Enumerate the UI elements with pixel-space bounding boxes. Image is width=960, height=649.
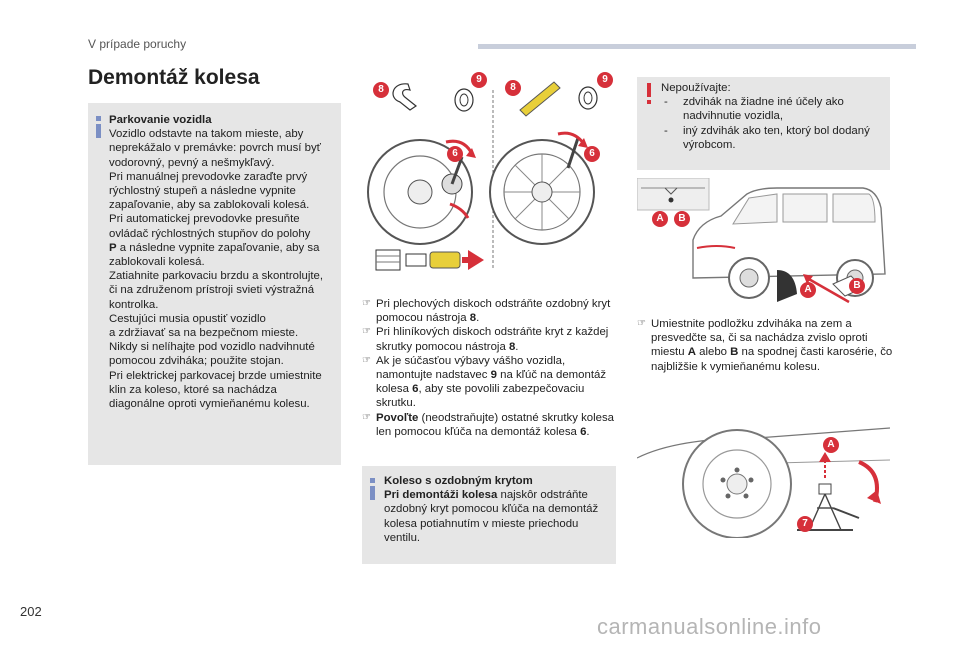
parking-info-text: Parkovanie vozidla Vozidlo odstavte na t… [109,113,337,411]
step-ref: 6 [412,383,419,396]
hubcap-lead: Pri demontáži kolesa [384,489,498,502]
warning-text: Nepoužívajte: zdvihák na žiadne iné účel… [661,81,883,152]
parking-line: či na združenom prístroji svieti výstraž… [109,284,315,297]
point-b-badge: B [849,278,865,294]
step-ref: A [687,346,696,359]
wrench-6-badge: 6 [584,146,600,162]
step-ref: 6 [580,425,587,438]
step-item: ☞ Pri hliníkových diskoch odstráňte kryt… [362,325,618,353]
watermark: carmanualsonline.info [597,614,822,639]
arrow-right-icon: ☞ [362,354,371,366]
tool-9-badge: 9 [471,72,487,88]
gear-p-label: P [109,241,117,254]
step-text: , aby ste povolili zabezpečovaciu skrutk… [376,383,585,410]
step-ref: Povoľte [376,411,419,424]
point-a-badge: A [800,282,816,298]
page-title: Demontáž kolesa [88,66,260,89]
step-text: . [476,312,480,325]
step-ref: 8 [508,340,516,353]
step-ref: 9 [490,369,497,382]
hubcap-text: najskôr odstráňte ozdobný kryt pomocou k… [384,489,599,544]
parking-line: a následne vypnite zapaľovanie, aby sa [119,241,320,254]
wrench-6-badge: 6 [447,146,463,162]
parking-line: Pri elektrickej parkovacej brzde umiestn… [109,369,322,382]
parking-line: a zdržiavať sa na bezpečnom mieste. [109,327,299,340]
info-icon [370,478,375,500]
tool-8-badge: 8 [373,82,389,98]
warning-icon [647,83,651,104]
parking-line: Cestujúci musia opustiť vozidlo [109,312,266,325]
wheel-cover-removal-illustration [367,81,598,271]
header-bar [478,44,916,49]
parking-line: Vozidlo odstavte na takom mieste, aby [109,128,304,141]
jack-7-badge: 7 [797,516,813,532]
arrow-right-icon: ☞ [362,411,371,423]
warning-item: iný zdvihák ako ten, ktorý bol dodaný vý… [661,124,883,152]
section-header: V prípade poruchy [88,37,187,51]
arrow-right-icon: ☞ [637,318,646,329]
parking-line: rýchlostný stupeň a následne vypnite [109,185,296,198]
point-a-badge: A [823,437,839,453]
parking-line: diagonálne oproti vymieňanému kolesu. [109,398,310,411]
parking-line: Zatiahnite parkovaciu brzdu a skontroluj… [109,270,324,283]
step-text: Umiestnite podložku zdviháka na zem a pr… [651,318,868,359]
tool-8-badge: 8 [505,80,521,96]
step-text: na spodnej časti karosérie, čo najbližši… [651,346,893,373]
page-number: 202 [20,604,42,619]
warning-intro: Nepoužívajte: [661,82,731,94]
step-text: na kľúč na demontáž kolesa [376,369,607,396]
step-text: Pri hliníkových diskoch odstráňte kryt z… [376,326,609,353]
arrow-right-icon: ☞ [362,326,371,338]
parking-line: Pri automatickej prevodovke presuňte [109,213,300,226]
parking-line: kontrolka. [109,298,159,311]
hubcap-heading: Koleso s ozdobným krytom [384,475,533,487]
hubcap-info-box: Koleso s ozdobným krytom Pri demontáži k… [362,466,616,564]
step-ref: 8 [469,312,477,325]
step-item: ☞ Pri plechových diskoch odstráňte ozdob… [362,297,618,325]
warning-box: Nepoužívajte: zdvihák na žiadne iné účel… [637,77,890,170]
parking-line: klin za koleso, ktoré sa nachádza [109,383,277,396]
parking-line: zablokovali kolesá. [109,256,205,269]
parking-info-box: Parkovanie vozidla Vozidlo odstavte na t… [88,103,341,465]
step-text: (neodstraňujte) ostatné skrutky kolesa l… [376,411,615,438]
parking-line: neprekážalo v premávke: povrch musí byť [109,142,321,155]
step-text: . [586,425,590,438]
parking-line: ovládač rýchlostných stupňov do polohy [109,227,311,240]
jack-placement-step: ☞ Umiestnite podložku zdviháka na zem a … [637,317,893,374]
step-text: Pri plechových diskoch odstráňte ozdobný… [376,298,611,325]
tool-9-badge: 9 [597,72,613,88]
wheel-cover-steps: ☞ Pri plechových diskoch odstráňte ozdob… [362,297,618,439]
jack-under-wheel-illustration [637,427,890,538]
parking-line: zapaľovanie, aby sa zablokovali kolesá. [109,199,310,212]
warning-list: zdvihák na žiadne iné účely ako nadvihnu… [661,95,883,152]
step-item: ☞ Ak je súčasťou výbavy vášho vozidla, n… [362,354,618,411]
point-a-badge: A [652,211,668,227]
parking-line: Nikdy si nelíhajte pod vozidlo nadvihnut… [109,341,315,354]
info-icon [96,116,101,138]
warning-item: zdvihák na žiadne iné účely ako nadvihnu… [661,95,883,123]
step-text: Ak je súčasťou výbavy vášho vozidla, nam… [376,354,566,382]
parking-line: pomocou zdviháka; použite stojan. [109,355,284,368]
arrow-right-icon: ☞ [362,298,371,309]
step-ref: B [730,346,739,359]
parking-line: Pri manuálnej prevodovke zaraďte prvý [109,170,308,183]
step-text: . [515,340,519,353]
point-b-badge: B [674,211,690,227]
step-item: ☞ Povoľte (neodstraňujte) ostatné skrutk… [362,411,618,439]
step-text: alebo [695,346,731,359]
step-item: ☞ Umiestnite podložku zdviháka na zem a … [637,317,893,374]
parking-heading: Parkovanie vozidla [109,114,212,126]
hubcap-info-text: Koleso s ozdobným krytom Pri demontáži k… [384,474,610,545]
parking-line: vodorovný, pevný a nešmykľavý. [109,156,275,169]
